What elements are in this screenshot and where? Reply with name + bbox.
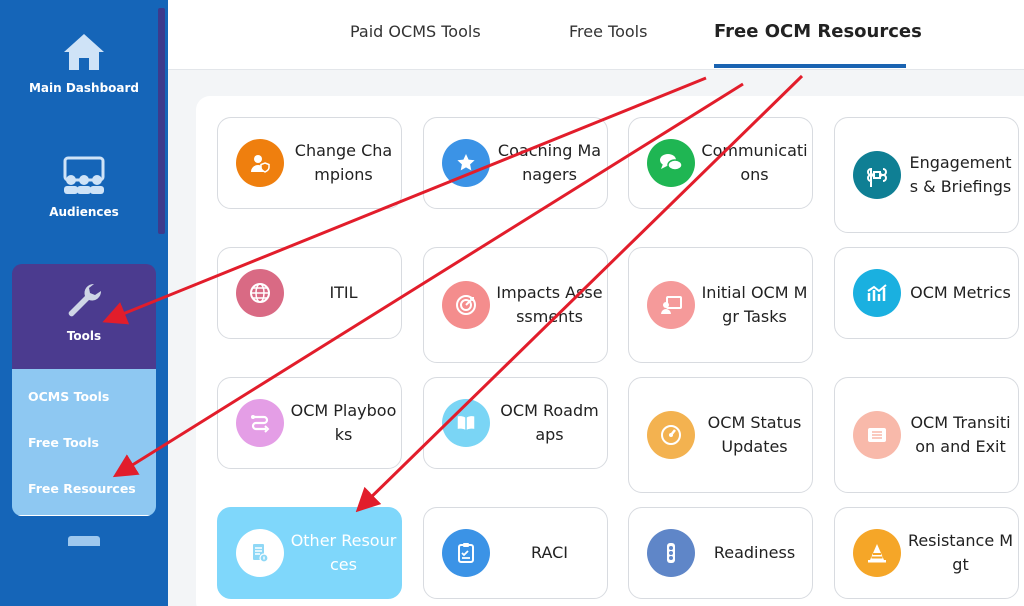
card-label: OCM Metrics <box>910 283 1011 302</box>
card-readiness[interactable]: Readiness <box>628 507 813 599</box>
card-coaching-managers[interactable]: Coaching Managers <box>423 117 608 209</box>
tools-submenu: OCMS Tools Free Tools Free Resources <box>12 369 156 516</box>
book-icon <box>442 399 490 447</box>
card-label: Engagements & Briefings <box>909 153 1012 196</box>
sidebar: Main Dashboard Audiences Tools OCMS Tool… <box>0 0 168 606</box>
card-label: Change Champions <box>294 141 393 184</box>
tab-free-ocm-resources[interactable]: Free OCM Resources <box>714 21 922 42</box>
sidebar-item-tools[interactable]: Tools <box>12 264 156 369</box>
card-label: RACI <box>530 543 569 562</box>
cone-icon <box>853 529 901 577</box>
home-icon <box>64 34 104 70</box>
card-ocm-transition-exit[interactable]: OCM Transition and Exit <box>834 377 1019 493</box>
submenu-free-resources[interactable]: Free Resources <box>12 471 156 516</box>
audience-icon <box>63 156 105 194</box>
sidebar-item-label: Audiences <box>49 205 119 219</box>
card-label: Initial OCM Mgr Tasks <box>701 283 808 326</box>
star-icon <box>442 139 490 187</box>
sidebar-item-label: Tools <box>66 329 102 343</box>
chart-icon <box>853 269 901 317</box>
tab-paid-ocms-tools[interactable]: Paid OCMS Tools <box>350 22 481 41</box>
card-label: OCM Transition and Exit <box>910 413 1011 456</box>
sidebar-item-label: Main Dashboard <box>28 81 140 95</box>
card-label: Readiness <box>713 543 796 562</box>
card-resistance-mgt[interactable]: Resistance Mgt <box>834 507 1019 599</box>
card-label: Other Resources <box>290 531 397 574</box>
gauge-icon <box>647 411 695 459</box>
card-communications[interactable]: Communications <box>628 117 813 209</box>
card-itil[interactable]: ITIL <box>217 247 402 339</box>
card-raci[interactable]: RACI <box>423 507 608 599</box>
card-engagements-briefings[interactable]: Engagements & Briefings <box>834 117 1019 233</box>
card-initial-ocm-mgr-tasks[interactable]: Initial OCM Mgr Tasks <box>628 247 813 363</box>
card-label: Coaching Managers <box>497 141 602 184</box>
route-icon <box>236 399 284 447</box>
card-other-resources[interactable]: Other Resources <box>217 507 402 599</box>
clipboard-icon <box>442 529 490 577</box>
card-impacts-assessments[interactable]: Impacts Assessments <box>423 247 608 363</box>
card-ocm-metrics[interactable]: OCM Metrics <box>834 247 1019 339</box>
tab-bar: Paid OCMS Tools Free Tools Free OCM Reso… <box>168 0 1024 70</box>
submenu-free-tools[interactable]: Free Tools <box>28 435 99 450</box>
globe-icon <box>236 269 284 317</box>
card-label: Resistance Mgt <box>907 531 1014 574</box>
target-icon <box>442 281 490 329</box>
sidebar-item-audiences[interactable]: Audiences <box>0 156 168 219</box>
card-ocm-status-updates[interactable]: OCM Status Updates <box>628 377 813 493</box>
sidebar-item-main-dashboard[interactable]: Main Dashboard <box>0 32 168 95</box>
traffic-light-icon <box>647 529 695 577</box>
command-icon <box>853 151 901 199</box>
card-label: Communications <box>701 141 808 184</box>
resources-panel: Change Champions Coaching Managers Commu… <box>196 96 1024 606</box>
card-label: ITIL <box>329 283 358 302</box>
champion-icon <box>236 139 284 187</box>
card-ocm-playbooks[interactable]: OCM Playbooks <box>217 377 402 469</box>
card-change-champions[interactable]: Change Champions <box>217 117 402 209</box>
submenu-ocms-tools[interactable]: OCMS Tools <box>28 389 110 404</box>
sidebar-tools-group: Tools OCMS Tools Free Tools Free Resourc… <box>12 264 156 516</box>
card-label: OCM Status Updates <box>707 413 802 456</box>
chat-icon <box>647 139 695 187</box>
tab-free-tools[interactable]: Free Tools <box>569 22 648 41</box>
wrench-icon <box>68 283 102 317</box>
card-ocm-roadmaps[interactable]: OCM Roadmaps <box>423 377 608 469</box>
active-tab-indicator <box>714 64 906 68</box>
list-icon <box>853 411 901 459</box>
document-icon <box>236 529 284 577</box>
card-label: OCM Playbooks <box>290 401 397 444</box>
card-label: OCM Roadmaps <box>500 401 599 444</box>
sidebar-partial-icon[interactable] <box>68 536 100 546</box>
card-label: Impacts Assessments <box>496 283 603 326</box>
presentation-icon <box>647 281 695 329</box>
